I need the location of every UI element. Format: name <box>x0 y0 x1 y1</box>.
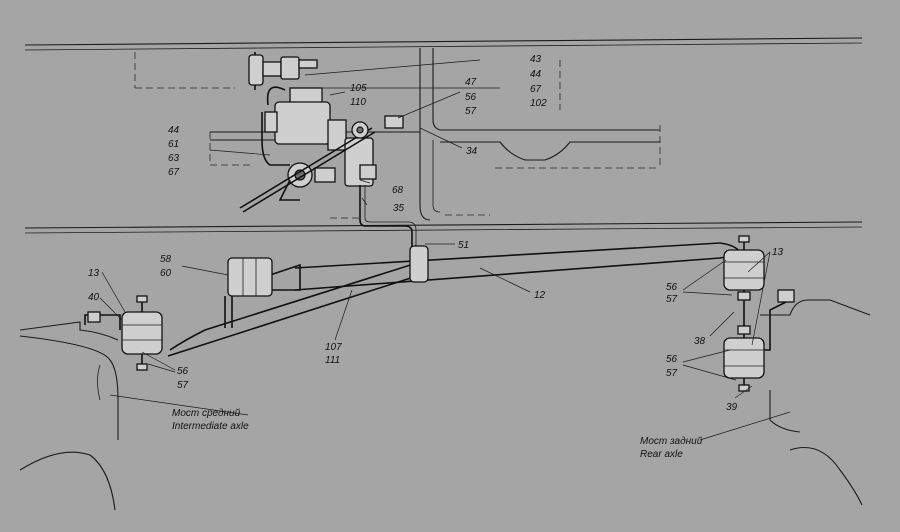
label-63: 63 <box>168 153 180 164</box>
valve-rod <box>359 115 417 248</box>
lever-arm <box>167 242 741 357</box>
leader-lines <box>99 59 791 441</box>
label-68: 68 <box>392 185 404 196</box>
caption-intermediate-en: Intermediate axle <box>172 421 249 432</box>
label-43: 43 <box>530 54 542 65</box>
label-13: 13 <box>772 247 784 258</box>
label-107: 107 <box>325 342 342 353</box>
part-labels: 43 44 67 102 47 56 57 105 110 44 61 63 6… <box>88 54 784 413</box>
axle-captions: Мост средний Intermediate axle Мост задн… <box>172 408 703 460</box>
caption-rear-ru: Мост задний <box>640 436 703 447</box>
label-40: 40 <box>88 292 100 303</box>
label-67: 67 <box>168 167 180 178</box>
right-bushings <box>723 235 795 392</box>
label-111: 111 <box>325 355 340 366</box>
frame-rail <box>24 37 863 234</box>
label-56: 56 <box>666 354 678 365</box>
label-57: 57 <box>465 106 477 117</box>
label-57: 57 <box>177 380 189 391</box>
label-58: 58 <box>160 254 172 265</box>
label-61: 61 <box>168 139 179 150</box>
label-56: 56 <box>666 282 678 293</box>
label-56: 56 <box>177 366 189 377</box>
label-51: 51 <box>458 240 469 251</box>
axle-outlines <box>19 299 871 511</box>
caption-rear-en: Rear axle <box>640 449 683 460</box>
label-105: 105 <box>350 83 367 94</box>
label-60: 60 <box>160 268 172 279</box>
label-39: 39 <box>726 402 738 413</box>
label-102: 102 <box>530 98 547 109</box>
left-bushing <box>84 295 163 371</box>
label-38: 38 <box>694 336 706 347</box>
label-56: 56 <box>465 92 477 103</box>
label-35: 35 <box>393 203 405 214</box>
label-57: 57 <box>666 368 678 379</box>
label-57: 57 <box>666 294 678 305</box>
label-12: 12 <box>534 290 546 301</box>
label-67: 67 <box>530 84 542 95</box>
caption-intermediate-ru: Мост средний <box>172 408 241 419</box>
label-47: 47 <box>465 77 477 88</box>
label-13: 13 <box>88 268 100 279</box>
leveling-valve <box>239 52 377 213</box>
label-44: 44 <box>530 69 542 80</box>
label-110: 110 <box>350 97 366 108</box>
label-34: 34 <box>466 146 478 157</box>
label-44: 44 <box>168 125 180 136</box>
